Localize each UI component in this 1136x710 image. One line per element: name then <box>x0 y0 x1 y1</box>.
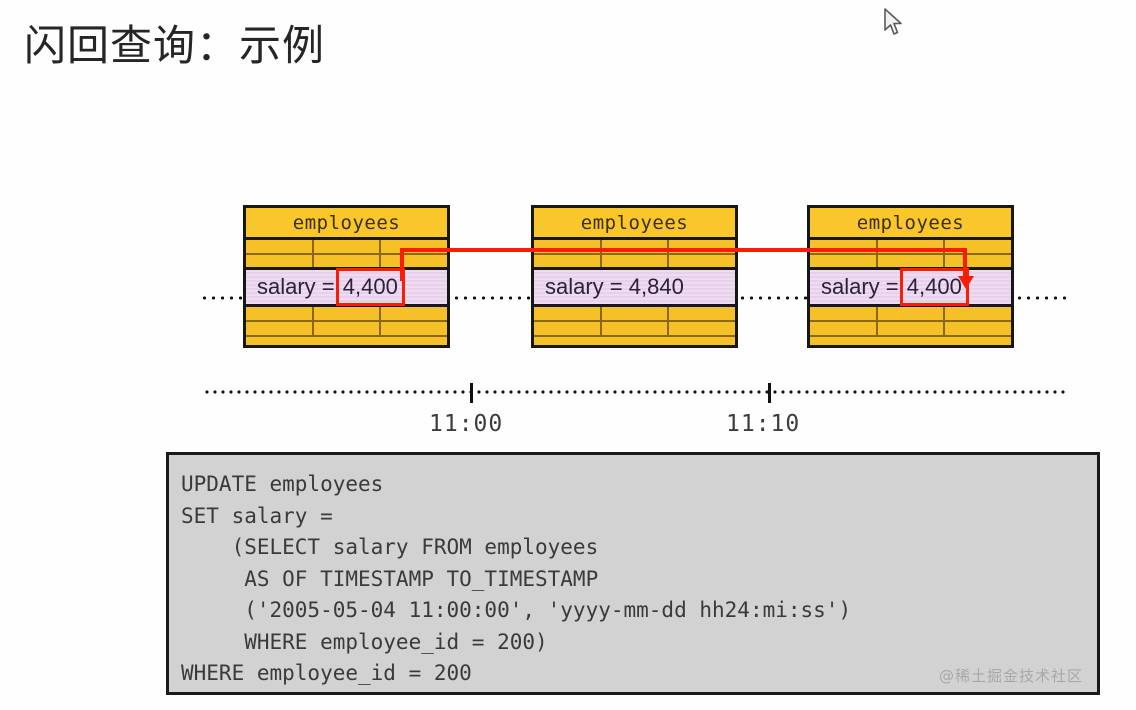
sql-code-block: UPDATE employees SET salary = (SELECT sa… <box>166 452 1100 695</box>
timeline-label-1110: 11:10 <box>726 411 801 437</box>
salary-label: salary = <box>821 274 905 299</box>
table-cell <box>810 240 878 253</box>
table-grid-row <box>534 255 735 270</box>
table-header-label: employees <box>246 208 447 240</box>
table-state-before: employees salary = 4,400 <box>243 205 450 348</box>
table-cell <box>669 322 735 335</box>
table-state-restored: employees salary = 4,400 <box>807 205 1014 348</box>
timeline-tick-1110 <box>768 383 771 403</box>
watermark-label: @稀土掘金技术社区 <box>938 667 1083 685</box>
table-cell <box>810 255 878 267</box>
table-cell <box>810 307 878 320</box>
sql-code-text: UPDATE employees SET salary = (SELECT sa… <box>181 472 852 685</box>
table-cell <box>246 307 314 320</box>
table-cell <box>381 322 447 335</box>
table-cell <box>878 307 946 320</box>
table-state-current: employees salary = 4,840 <box>531 205 738 348</box>
row-guide-dots-mid1 <box>452 296 534 300</box>
table-cell <box>945 322 1011 335</box>
table-grid-row <box>246 240 447 255</box>
table-grid-row <box>534 307 735 322</box>
table-cell <box>246 240 314 253</box>
table-cell <box>246 255 314 267</box>
table-cell <box>602 240 670 253</box>
timeline-label-1100: 11:00 <box>429 411 504 437</box>
table-header-label: employees <box>810 208 1011 240</box>
salary-row: salary = 4,840 <box>534 270 735 307</box>
table-cell <box>878 255 946 267</box>
table-cell <box>602 307 670 320</box>
table-grid-row <box>810 307 1011 322</box>
table-cell <box>945 255 1011 267</box>
table-grid-row <box>534 322 735 337</box>
table-header-label: employees <box>534 208 735 240</box>
salary-value: 4,400 <box>335 268 405 306</box>
table-cell <box>534 307 602 320</box>
table-cell <box>945 307 1011 320</box>
connector-segment-horizontal <box>400 248 967 252</box>
table-cell <box>314 322 382 335</box>
table-grid-row <box>246 322 447 337</box>
table-grid-row <box>246 255 447 270</box>
table-cell <box>534 240 602 253</box>
table-cell <box>669 255 735 267</box>
salary-value: 4,840 <box>628 274 684 299</box>
table-cell <box>381 255 447 267</box>
row-guide-dots-right <box>1015 296 1067 300</box>
timeline-tick-1100 <box>470 383 473 403</box>
salary-row: salary = 4,400 <box>810 268 1011 307</box>
salary-value: 4,400 <box>899 268 969 306</box>
table-grid-row <box>246 307 447 322</box>
table-cell <box>810 322 878 335</box>
table-cell <box>246 322 314 335</box>
table-grid-row <box>810 255 1011 270</box>
row-guide-dots-left <box>200 296 248 300</box>
table-cell <box>669 307 735 320</box>
table-cell <box>314 240 382 253</box>
table-cell <box>878 322 946 335</box>
connector-segment-vertical-start <box>400 251 404 281</box>
row-guide-dots-mid2 <box>738 296 810 300</box>
table-cell <box>602 255 670 267</box>
table-cell <box>534 322 602 335</box>
table-cell <box>314 307 382 320</box>
table-cell <box>602 322 670 335</box>
salary-label: salary = <box>545 274 629 299</box>
connector-segment-vertical-end <box>963 248 967 280</box>
timeline-axis <box>203 390 1065 394</box>
salary-row: salary = 4,400 <box>246 268 447 307</box>
table-cell <box>314 255 382 267</box>
table-cell <box>878 240 946 253</box>
page-title: 闪回查询：示例 <box>24 21 326 70</box>
connector-arrowhead-icon <box>958 276 974 289</box>
salary-label: salary = <box>257 274 341 299</box>
mouse-cursor-icon <box>884 8 902 35</box>
table-cell <box>381 307 447 320</box>
table-grid-row <box>810 322 1011 337</box>
table-cell <box>534 255 602 267</box>
